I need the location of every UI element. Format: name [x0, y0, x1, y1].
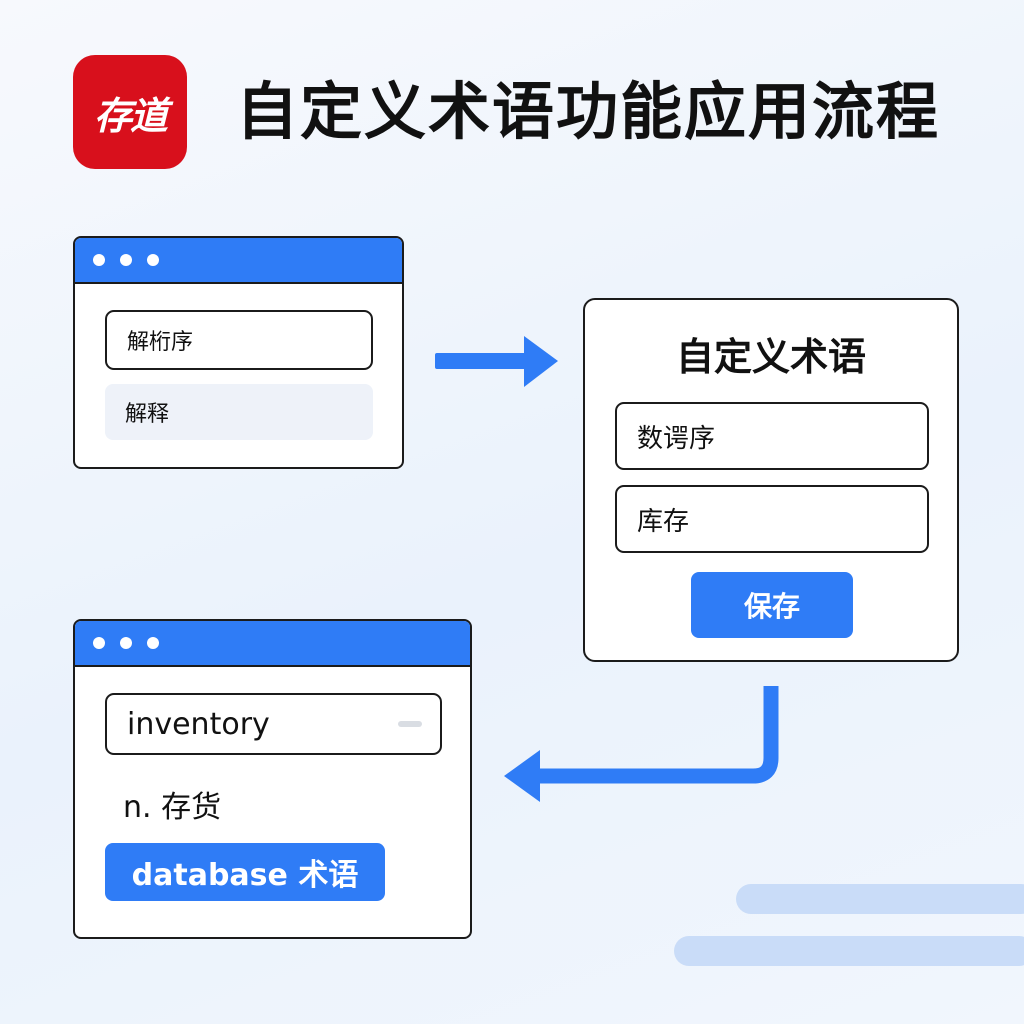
decorative-line: [736, 884, 1024, 914]
clear-icon[interactable]: [398, 721, 422, 727]
window-title-bar: [75, 621, 470, 667]
window-dot-icon: [147, 254, 159, 266]
result-input-field[interactable]: inventory: [105, 693, 442, 755]
source-result-row: 解释: [105, 384, 373, 440]
source-window: 解桁序 解释: [73, 236, 404, 469]
dialog-source-field[interactable]: 数谔序: [615, 402, 929, 470]
dialog-source-text: 数谔序: [637, 423, 716, 454]
logo-text: 存道: [93, 93, 168, 138]
decorative-line: [674, 936, 1024, 966]
source-result-text: 解释: [125, 402, 170, 427]
dialog-target-text: 库存: [637, 506, 690, 537]
window-dot-icon: [120, 637, 132, 649]
save-button-label: 保存: [743, 590, 800, 623]
result-window: inventory n. 存货 database 术语: [73, 619, 472, 939]
window-dot-icon: [120, 254, 132, 266]
glossary-tag-label: database 术语: [131, 858, 359, 893]
dialog-target-field[interactable]: 库存: [615, 485, 929, 553]
dialog-heading: 自定义术语: [675, 335, 866, 379]
save-button[interactable]: 保存: [691, 572, 853, 638]
custom-term-dialog: 自定义术语 数谔序 库存 保存: [583, 298, 959, 662]
source-term-field[interactable]: 解桁序: [105, 310, 373, 370]
window-title-bar: [75, 238, 402, 284]
app-logo: 存道: [73, 55, 187, 169]
definition-text: n. 存货: [123, 790, 222, 825]
window-dot-icon: [147, 637, 159, 649]
arrow-right: [435, 336, 558, 387]
glossary-tag[interactable]: database 术语: [105, 843, 385, 901]
source-term-text: 解桁序: [127, 330, 194, 355]
arrow-return: [504, 686, 779, 802]
page-title: 自定义术语功能应用流程: [236, 75, 941, 148]
result-input-text: inventory: [127, 706, 270, 742]
window-dot-icon: [93, 254, 105, 266]
window-dot-icon: [93, 637, 105, 649]
